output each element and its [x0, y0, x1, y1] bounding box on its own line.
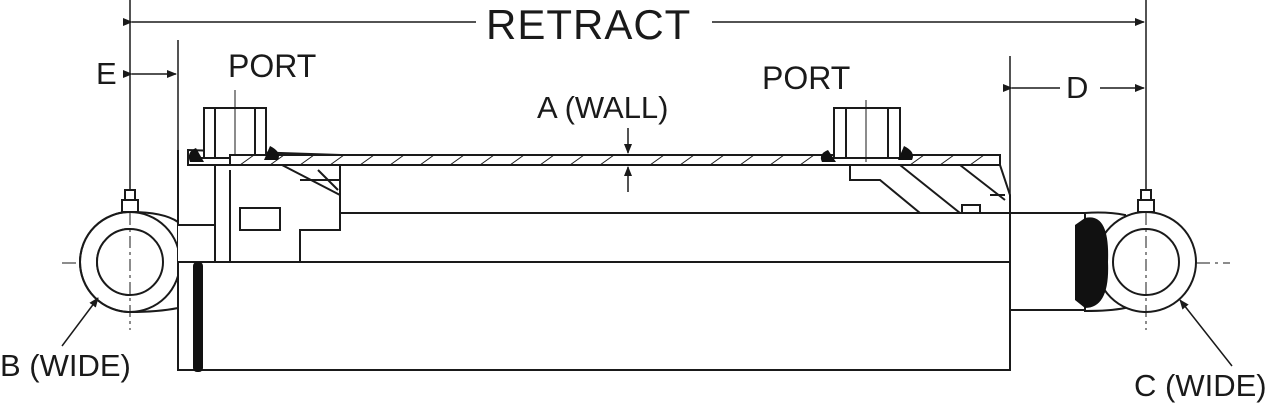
seals: [188, 146, 1109, 372]
wall-label: A (WALL): [537, 90, 669, 125]
c-leader: [1179, 299, 1233, 367]
right-port-label: PORT: [762, 60, 851, 96]
left-clevis: [79, 189, 181, 330]
retract-label: RETRACT: [486, 1, 692, 48]
e-label: E: [96, 56, 117, 91]
d-label: D: [1066, 70, 1089, 105]
c-wide-label: C (WIDE): [1134, 368, 1267, 403]
b-wide-label: B (WIDE): [0, 348, 131, 383]
rod-end-head: [849, 164, 1011, 214]
retract-dimension: [123, 0, 1147, 195]
barrel-tube: [177, 213, 1011, 371]
piston-rod: [1010, 212, 1086, 311]
e-dimension: [123, 40, 179, 150]
left-port-label: PORT: [228, 48, 317, 84]
cap-end: [177, 148, 341, 263]
left-port: [200, 90, 270, 162]
d-dimension: [1003, 56, 1145, 195]
right-port: [826, 100, 912, 162]
b-leader: [61, 297, 99, 347]
barrel-wall: [229, 128, 1001, 192]
